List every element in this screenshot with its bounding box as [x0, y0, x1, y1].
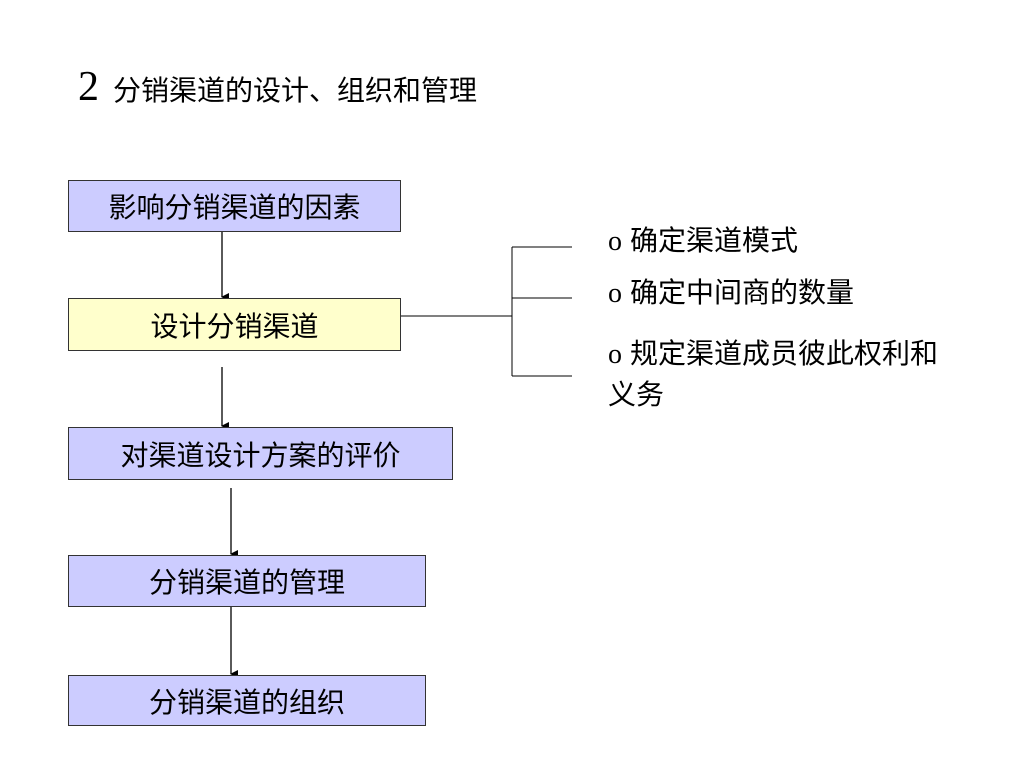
- organization-box: 分销渠道的组织: [68, 675, 426, 726]
- factors-box: 影响分销渠道的因素: [68, 180, 401, 232]
- section-number: 2: [78, 64, 99, 110]
- bullet-marker: o: [608, 278, 622, 309]
- branch-item-intermediary-count: o 确定中间商的数量: [608, 273, 854, 314]
- bullet-marker: o: [608, 339, 622, 370]
- design-channel-box: 设计分销渠道: [68, 298, 401, 351]
- slide-title: 2 分销渠道的设计、组织和管理: [78, 62, 477, 112]
- branch-text: 确定渠道模式: [630, 224, 799, 257]
- branch-text: 规定渠道成员彼此权利和义务: [608, 337, 939, 411]
- branch-item-channel-mode: o 确定渠道模式: [608, 221, 798, 262]
- branch-text: 确定中间商的数量: [630, 276, 855, 309]
- bullet-marker: o: [608, 226, 622, 257]
- title-text: 分销渠道的设计、组织和管理: [113, 74, 478, 107]
- management-box: 分销渠道的管理: [68, 555, 426, 607]
- evaluation-box: 对渠道设计方案的评价: [68, 427, 453, 480]
